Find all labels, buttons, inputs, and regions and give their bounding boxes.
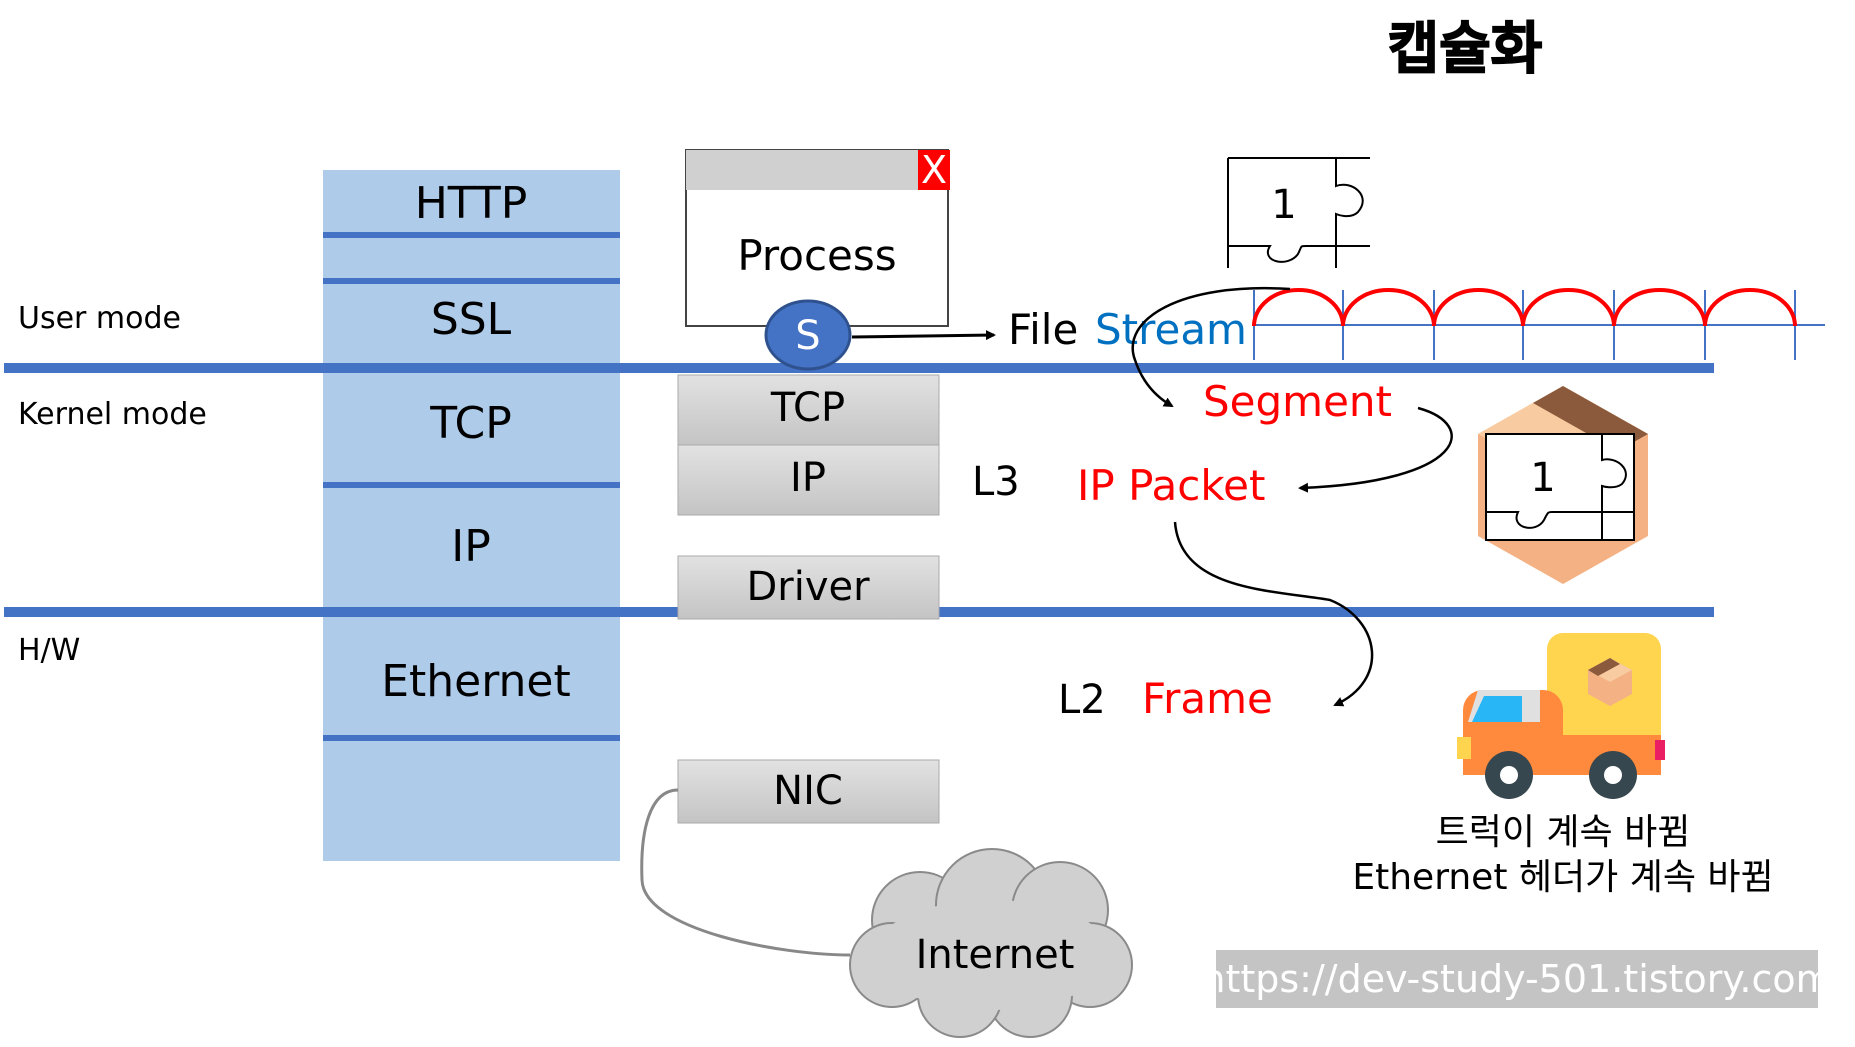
- packet-to-frame-arrow: [1173, 521, 1374, 707]
- ethernet-header-note: Ethernet 헤더가 계속 바뀜: [1352, 857, 1773, 898]
- process-window-titlebar: [686, 150, 948, 190]
- truck-box-icon: [1588, 658, 1632, 706]
- watermark-background: [1216, 950, 1818, 1008]
- network-cable: [640, 788, 851, 957]
- close-button: [918, 150, 950, 190]
- stream-label: Stream: [1095, 305, 1247, 354]
- socket-label: S: [795, 313, 820, 359]
- user-kernel-boundary-line: [4, 363, 1714, 373]
- segment-arc: [1521, 288, 1616, 327]
- driver-label: Driver: [746, 564, 870, 610]
- segment-label: Segment: [1203, 377, 1392, 426]
- nic-label: NIC: [773, 768, 843, 814]
- close-icon: X: [921, 148, 947, 192]
- process-label: Process: [737, 231, 896, 280]
- stack-layer-ethernet: Ethernet: [381, 656, 571, 707]
- watermark: https://dev-study-501.tistory.com: [1201, 957, 1832, 1001]
- truck-note: 트럭이 계속 바뀜: [1436, 812, 1691, 853]
- hw-mode-label: H/W: [18, 633, 80, 668]
- stack-divider: [323, 232, 620, 238]
- nic-box: [677, 759, 940, 824]
- segment-arc: [1252, 288, 1345, 327]
- protocol-stack-column: [323, 170, 620, 861]
- segment-arc: [1432, 288, 1525, 327]
- file-label: File: [1008, 305, 1078, 354]
- stack-divider: [323, 482, 620, 488]
- stream-segments-timeline: [1252, 288, 1825, 360]
- stack-divider: [323, 735, 620, 741]
- internet-label: Internet: [916, 932, 1075, 978]
- page-title: 캡슐화: [1388, 17, 1543, 82]
- delivery-truck-icon: [1457, 633, 1665, 799]
- internet-cloud: Internet: [849, 848, 1133, 1038]
- puzzle-number: 1: [1271, 182, 1296, 228]
- puzzle-piece-icon: 1: [1227, 157, 1370, 268]
- ip-packet-label: IP Packet: [1077, 461, 1265, 510]
- socket-arrow: [851, 330, 996, 341]
- segment-arc: [1703, 288, 1797, 327]
- stack-divider: [323, 278, 620, 284]
- l3-label: L3: [972, 459, 1020, 505]
- stack-layer-ip: IP: [451, 521, 491, 572]
- kernel-mode-label: Kernel mode: [18, 397, 207, 432]
- stack-layer-ssl: SSL: [431, 294, 512, 345]
- user-mode-label: User mode: [18, 301, 181, 336]
- segment-arc: [1612, 288, 1707, 327]
- kernel-ip-box: [677, 444, 940, 516]
- frame-label: Frame: [1142, 674, 1273, 723]
- segment-arc: [1341, 288, 1436, 327]
- segment-to-packet-arrow: [1298, 406, 1453, 493]
- package-puzzle-number: 1: [1530, 455, 1555, 501]
- kernel-ip-label: IP: [790, 455, 826, 501]
- socket-icon: [764, 299, 852, 371]
- process-window: X Process: [685, 148, 950, 327]
- stream-to-segment-arrow: [1131, 286, 1291, 408]
- driver-box: [677, 555, 940, 620]
- stack-layer-tcp: TCP: [429, 398, 512, 449]
- protocol-stack: HTTP SSL TCP IP Ethernet: [323, 170, 620, 861]
- l2-label: L2: [1058, 677, 1106, 723]
- package-box-icon: 1: [1478, 386, 1648, 584]
- stack-layer-http: HTTP: [415, 178, 528, 229]
- kernel-tcp-label: TCP: [770, 385, 845, 431]
